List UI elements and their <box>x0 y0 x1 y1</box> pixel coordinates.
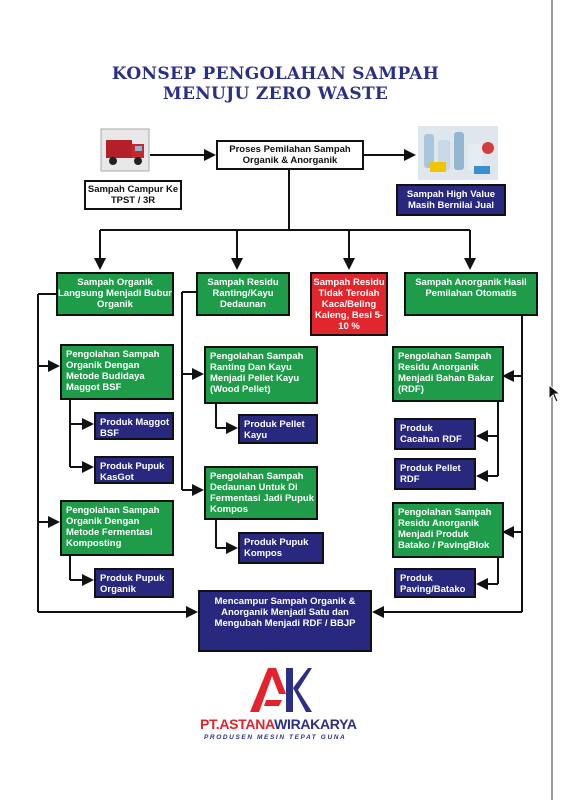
sorting-process-label: Proses Pemilahan Sampah Organik & Anorga… <box>229 144 351 166</box>
sorting-process-box: Proses Pemilahan Sampah Organik & Anorga… <box>216 140 364 170</box>
product-pupuk-kompos: Produk Pupuk Kompos <box>238 532 324 564</box>
product-maggot-bsf: Produk Maggot BSF <box>94 412 174 440</box>
process-rdf-label: Pengolahan Sampah Residu Anorganik Menja… <box>398 351 495 395</box>
process-bsf: Pengolahan Sampah Organik Dengan Metode … <box>60 344 174 400</box>
product-pellet-kayu-label: Produk Pellet Kayu <box>244 419 305 441</box>
process-leaf-compost: Pengolahan Sampah Dedaunan Untuk Di Ferm… <box>204 466 318 520</box>
product-pupuk-organik-label: Produk Pupuk Organik <box>100 573 165 595</box>
company-name: PT.ASTANAWIRAKARYA <box>200 716 357 732</box>
mix-rdf-label: Mencampur Sampah Organik & Anorganik Men… <box>214 596 356 629</box>
company-name-pt: PT. <box>200 716 220 732</box>
collection-label: Sampah Campur Ke TPST / 3R <box>87 184 179 206</box>
category-inorganic: Sampah Anorganik Hasil Pemilahan Otomati… <box>404 272 538 316</box>
process-paving: Pengolahan Sampah Residu Anorganik Menja… <box>392 502 504 558</box>
collection-box: Sampah Campur Ke TPST / 3R <box>84 180 182 210</box>
product-paving: Produk Paving/Batako <box>394 568 476 598</box>
category-twigs-label: Sampah Residu Ranting/Kayu Dedaunan <box>207 277 279 310</box>
company-logo-mark <box>246 664 312 714</box>
category-twigs: Sampah Residu Ranting/Kayu Dedaunan <box>196 272 290 316</box>
category-residue-label: Sampah Residu Tidak Terolah Kaca/Beling … <box>313 277 385 332</box>
category-organic-label: Sampah Organik Langsung Menjadi Bubur Or… <box>58 277 172 310</box>
category-organic: Sampah Organik Langsung Menjadi Bubur Or… <box>56 272 174 316</box>
garbage-truck-icon <box>100 128 150 172</box>
high-value-box: Sampah High Value Masih Bernilai Jual <box>396 184 506 216</box>
product-cacahan-rdf-label: Produk Cacahan RDF <box>400 423 462 445</box>
recyclables-photo <box>418 126 498 180</box>
high-value-label: Sampah High Value Masih Bernilai Jual <box>406 189 496 211</box>
process-compost-label: Pengolahan Sampah Organik Dengan Metode … <box>66 505 160 549</box>
company-tagline: PRODUSEN MESIN TEPAT GUNA <box>204 734 347 741</box>
product-maggot-bsf-label: Produk Maggot BSF <box>100 417 170 439</box>
title-line-1: KONSEP PENGOLAHAN SAMPAH <box>111 64 440 84</box>
company-name-astana: ASTANA <box>219 716 275 732</box>
product-cacahan-rdf: Produk Cacahan RDF <box>394 418 476 450</box>
product-pupuk-kasgot: Produk Pupuk KasGot <box>94 456 174 484</box>
product-pellet-rdf-label: Produk Pellet RDF <box>400 463 461 485</box>
document-page: KONSEP PENGOLAHAN SAMPAH MENUJU ZERO WAS… <box>0 0 551 800</box>
connector-lines <box>37 149 538 618</box>
page-edge <box>551 0 567 800</box>
mouse-cursor-icon <box>548 383 562 409</box>
process-rdf: Pengolahan Sampah Residu Anorganik Menja… <box>392 346 504 402</box>
category-inorganic-label: Sampah Anorganik Hasil Pemilahan Otomati… <box>415 277 527 299</box>
process-bsf-label: Pengolahan Sampah Organik Dengan Metode … <box>66 349 160 393</box>
category-residue: Sampah Residu Tidak Terolah Kaca/Beling … <box>310 272 388 336</box>
process-leaf-compost-label: Pengolahan Sampah Dedaunan Untuk Di Ferm… <box>210 471 315 515</box>
process-wood-pellet-label: Pengolahan Sampah Ranting Dan Kayu Menja… <box>210 351 304 395</box>
product-pellet-rdf: Produk Pellet RDF <box>394 458 476 490</box>
mix-rdf-box: Mencampur Sampah Organik & Anorganik Men… <box>198 590 372 652</box>
product-pupuk-kasgot-label: Produk Pupuk KasGot <box>100 461 165 483</box>
product-pupuk-kompos-label: Produk Pupuk Kompos <box>244 537 309 559</box>
product-pupuk-organik: Produk Pupuk Organik <box>94 568 174 598</box>
process-wood-pellet: Pengolahan Sampah Ranting Dan Kayu Menja… <box>204 346 318 404</box>
product-pellet-kayu: Produk Pellet Kayu <box>238 414 318 444</box>
process-paving-label: Pengolahan Sampah Residu Anorganik Menja… <box>398 507 492 551</box>
process-compost: Pengolahan Sampah Organik Dengan Metode … <box>60 500 174 556</box>
product-paving-label: Produk Paving/Batako <box>400 573 466 595</box>
company-name-wirakarya: WIRAKARYA <box>274 716 357 732</box>
title-line-2: MENUJU ZERO WASTE <box>162 84 389 104</box>
